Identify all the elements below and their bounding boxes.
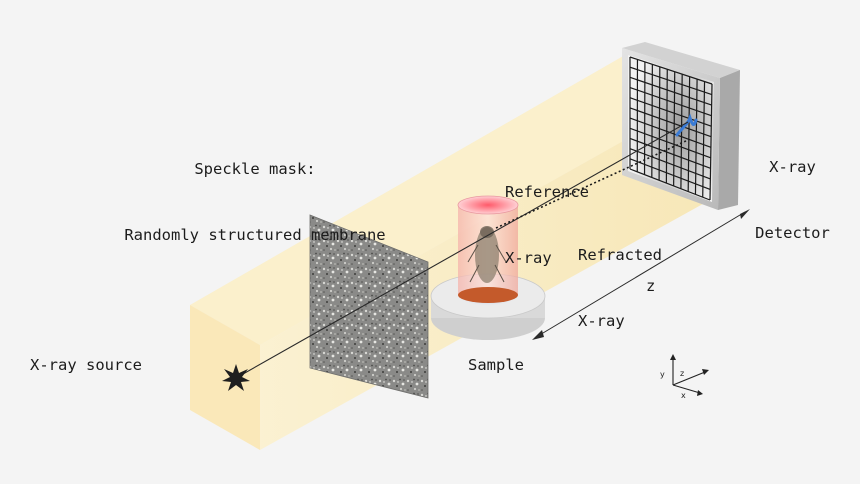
detector-hit-mark — [675, 113, 698, 137]
rays — [235, 121, 689, 379]
refracted-ray-label: Refracted X-ray — [578, 200, 662, 354]
reference-ray — [235, 121, 689, 379]
reference-ray-label-line2: X-ray — [505, 249, 552, 267]
axis-y-label: y — [660, 370, 665, 379]
detector-grid-line — [629, 158, 711, 191]
detector-grid-line — [702, 81, 706, 198]
coordinate-axes — [670, 354, 709, 396]
xray-source-star — [222, 364, 250, 391]
detector-label-line2: Detector — [755, 224, 830, 242]
speckle-mask-label: Speckle mask: Randomly structured membra… — [100, 114, 410, 268]
speckle-mask-label-line2: Randomly structured membrane — [124, 226, 386, 244]
detector-grid-line — [629, 148, 711, 180]
detector-grid-line — [629, 127, 711, 159]
sample-label: Sample — [468, 356, 524, 374]
detector-grid-line — [694, 79, 698, 195]
detector-grid-line — [651, 64, 653, 178]
detector-grid-line — [629, 56, 713, 85]
detector-grid-line — [658, 66, 661, 181]
refracted-ray-label-line2: X-ray — [578, 312, 625, 330]
detector-grid-line — [673, 71, 676, 186]
insect-sample — [467, 226, 507, 283]
detector-grid-line — [665, 69, 668, 184]
detector-grid-line — [629, 86, 712, 117]
reference-ray-label-line1: Reference — [505, 183, 589, 201]
detector-grid-line — [709, 83, 713, 201]
detector-grid-line — [687, 76, 691, 192]
detector-grid-line — [629, 168, 711, 201]
detector-grid-line — [629, 76, 712, 106]
detector-label-line1: X-ray — [769, 158, 816, 176]
xray-detector — [622, 42, 740, 210]
detector-grid-line — [629, 107, 712, 138]
detector-grid-line — [629, 66, 713, 96]
distance-label: z — [646, 277, 656, 295]
detector-grid-line — [629, 117, 712, 148]
refracted-ray — [495, 139, 689, 229]
sample-holder — [457, 195, 519, 303]
detector-label: X-ray Detector — [745, 112, 840, 266]
source-label: X-ray source — [30, 356, 142, 374]
distance-arrow — [532, 209, 750, 340]
speckle-mask — [309, 214, 429, 399]
detector-grid-line — [629, 137, 711, 169]
refracted-ray-label-line1: Refracted — [578, 246, 662, 264]
reference-ray-label: Reference X-ray — [505, 137, 589, 291]
axis-x-label: x — [681, 391, 686, 400]
detector-grid-line — [629, 97, 712, 127]
speckle-mask-label-line1: Speckle mask: — [194, 160, 316, 178]
axis-z-label: z — [680, 369, 685, 378]
